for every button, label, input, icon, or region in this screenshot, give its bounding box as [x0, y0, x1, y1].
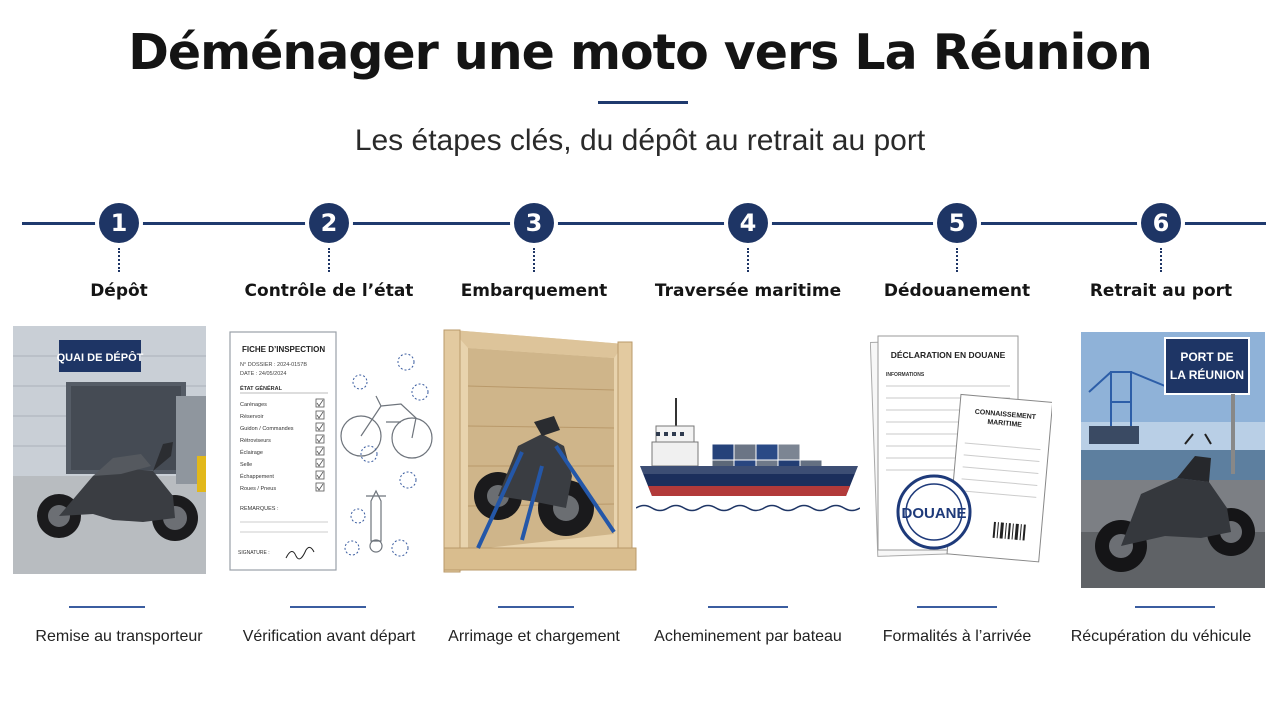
step-number-badge: 3	[514, 203, 554, 243]
form-dossier: N° DOSSIER : 2024-0157B	[240, 362, 307, 368]
stamp-text: DOUANE	[901, 505, 966, 522]
port-sign-line1: PORT DE	[1180, 350, 1233, 364]
description-rule	[290, 606, 366, 608]
cargo-ship-icon	[635, 326, 861, 576]
step-title: Embarquement	[460, 281, 608, 301]
step-number-badge: 2	[309, 203, 349, 243]
form-item: Selle	[240, 462, 252, 468]
form-item: Échappement	[240, 473, 274, 480]
description-rule	[917, 606, 997, 608]
description-rule	[708, 606, 788, 608]
step-description: Acheminement par bateau	[654, 628, 842, 645]
port-sign-line2: LA RÉUNION	[1170, 367, 1244, 382]
page-subtitle: Les étapes clés, du dépôt au retrait au …	[354, 124, 926, 157]
sign-text: QUAI DE DÉPÔT	[57, 351, 144, 364]
customs-documents-icon: DÉCLARATION EN DOUANE INFORMATIONS CONNA…	[869, 326, 1054, 576]
port-motorcycle-photo: PORT DE LA RÉUNION	[1081, 332, 1265, 588]
crate-motorcycle-icon	[438, 326, 638, 576]
step-number-badge: 1	[99, 203, 139, 243]
form-heading: FICHE D’INSPECTION	[242, 345, 325, 354]
title-underline	[598, 101, 688, 104]
form-item: Roues / Pneus	[240, 486, 276, 492]
form-item: Guidon / Commandes	[240, 426, 294, 432]
step-number-badge: 5	[937, 203, 977, 243]
step-title: Dédouanement	[883, 281, 1031, 301]
form-remarks: REMARQUES :	[240, 506, 279, 512]
step-connector	[1160, 248, 1162, 272]
step-connector	[956, 248, 958, 272]
description-rule	[498, 606, 574, 608]
form-signature: SIGNATURE :	[238, 550, 270, 556]
step-title: Contrôle de l’état	[244, 281, 414, 301]
step-connector	[533, 248, 535, 272]
step-description: Remise au transporteur	[35, 628, 203, 645]
step-title: Traversée maritime	[654, 281, 842, 301]
form-item: Éclairage	[240, 449, 263, 456]
form-section: ÉTAT GÉNÉRAL	[240, 384, 283, 392]
doc-second-subtitle: MARITIME	[987, 419, 1022, 429]
step-connector	[328, 248, 330, 272]
step-number-badge: 6	[1141, 203, 1181, 243]
checkbox-icons	[315, 398, 325, 492]
warehouse-motorcycle-photo: QUAI DE DÉPÔT	[13, 326, 206, 574]
step-title: Retrait au port	[1089, 281, 1233, 301]
description-rule	[1135, 606, 1215, 608]
step-number-badge: 4	[728, 203, 768, 243]
step-connector	[747, 248, 749, 272]
description-rule	[69, 606, 145, 608]
step-description: Formalités à l’arrivée	[882, 628, 1032, 645]
step-description: Récupération du véhicule	[1070, 628, 1252, 645]
form-item: Carénages	[240, 402, 267, 408]
inspection-sheet-icon: FICHE D’INSPECTION N° DOSSIER : 2024-015…	[226, 326, 440, 576]
step-description: Vérification avant départ	[242, 628, 416, 645]
form-item: Réservoir	[240, 414, 264, 420]
doc-section: INFORMATIONS	[886, 372, 925, 378]
form-item: Rétroviseurs	[240, 438, 271, 444]
page-title: Déménager une moto vers La Réunion	[128, 24, 1153, 81]
doc-title: DÉCLARATION EN DOUANE	[891, 350, 1006, 360]
step-title: Dépôt	[90, 281, 148, 301]
douane-stamp-icon: DOUANE	[896, 474, 972, 550]
timeline-line	[22, 222, 1266, 225]
step-connector	[118, 248, 120, 272]
step-description: Arrimage et chargement	[448, 628, 620, 645]
form-date: DATE : 24/05/2024	[240, 371, 286, 377]
